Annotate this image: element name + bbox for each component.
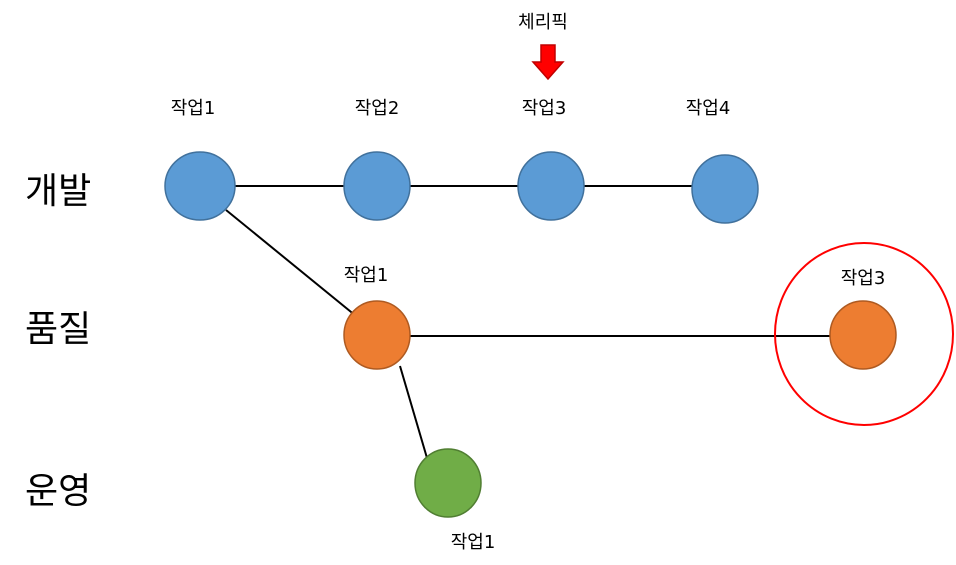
dev-node-2-label: 작업2 bbox=[355, 98, 400, 119]
dev-node-4-label: 작업4 bbox=[686, 98, 731, 119]
branch-label-ops: 운영 bbox=[25, 471, 91, 512]
dev-node-2 bbox=[343, 151, 411, 221]
ops-node-1 bbox=[414, 448, 482, 518]
branch-label-quality: 품질 bbox=[25, 309, 91, 350]
quality-node-1-label: 작업1 bbox=[344, 265, 389, 286]
cherry-pick-arrow-icon bbox=[531, 44, 565, 81]
dev-node-1 bbox=[164, 151, 236, 221]
ops-node-1-label: 작업1 bbox=[451, 532, 496, 553]
quality-node-2-label: 작업3 bbox=[841, 268, 886, 289]
dev-to-quality-edge bbox=[225, 209, 357, 317]
dev-node-3-label: 작업3 bbox=[522, 98, 567, 119]
dev-node-1-label: 작업1 bbox=[171, 98, 216, 119]
cherry-pick-highlight-circle bbox=[774, 242, 954, 426]
cherry-pick-label: 체리픽 bbox=[518, 12, 568, 33]
branch-label-dev: 개발 bbox=[25, 171, 91, 212]
dev-node-4 bbox=[691, 154, 759, 224]
quality-node-1 bbox=[343, 300, 411, 370]
quality-to-ops-edge bbox=[399, 365, 428, 459]
quality-node-2 bbox=[829, 300, 897, 370]
dev-node-3 bbox=[517, 151, 585, 221]
